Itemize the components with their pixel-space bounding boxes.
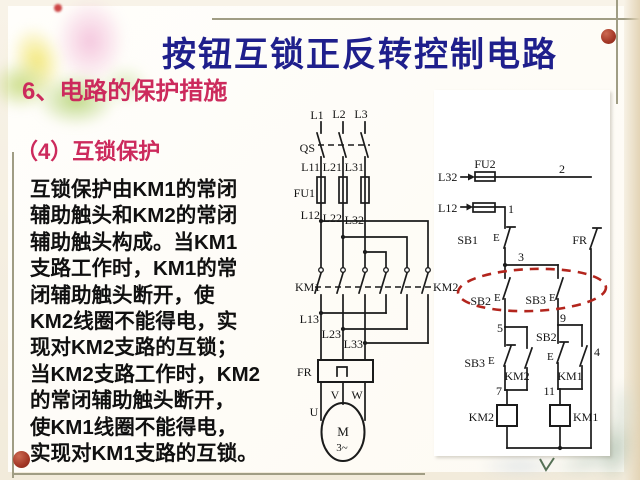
fu1-fuses: FU1 L11 L21 L31 L12 L22 L32	[294, 156, 370, 268]
feed-l12-label: L12	[438, 201, 457, 215]
wire-number-1: 1	[508, 202, 514, 216]
wire-number-4: 4	[594, 345, 600, 359]
flower-decor-bud	[54, 4, 62, 12]
l12-fuse: L12 1	[438, 201, 514, 229]
qs-label: QS	[300, 141, 315, 155]
sb2-start-label: SB2	[470, 294, 491, 308]
flower-decor-leaf-right	[100, 65, 150, 105]
node-l11: L11	[301, 160, 320, 174]
motor-m-label: M	[337, 424, 349, 439]
motor-phase-label: 3~	[336, 442, 348, 454]
wire-number-7: 7	[496, 384, 502, 398]
fu2-fuse: L32 FU2 2	[438, 157, 592, 184]
bottom-bus	[506, 445, 592, 451]
wire-number-2: 2	[559, 162, 565, 176]
merge-wiring: L13 L23 L33	[300, 294, 429, 361]
fr-label: FR	[297, 365, 312, 379]
sb1-label: SB1	[457, 233, 478, 247]
phase-labels: L1 L2 L3	[310, 107, 367, 122]
phase-label-l3: L3	[354, 107, 367, 121]
button-actuator: E	[493, 232, 500, 244]
terminal-u: U	[310, 405, 319, 419]
sb3-nc-label: SB3	[464, 356, 485, 370]
button-actuator: E	[547, 351, 554, 363]
main-circuit-diagram: L1 L2 L3 QS FU1 L11 L21 L31 L12 L22 L32	[294, 107, 458, 462]
sb3-start-label: SB3	[525, 293, 546, 307]
fr-nc-contact: FR 4	[572, 227, 602, 449]
button-actuator: E	[549, 292, 556, 304]
control-circuit-diagram: L32 FU2 2 L12 1 E SB1 FR 4 3	[438, 157, 608, 451]
fu2-label: FU2	[474, 157, 495, 171]
node-l21: L21	[323, 160, 342, 174]
fu1-label: FU1	[294, 186, 315, 200]
km2-coil	[496, 404, 518, 427]
crossover-wiring	[318, 218, 429, 268]
section-heading: 6、电路的保护措施	[22, 78, 228, 105]
watercolor-decor	[608, 378, 638, 440]
wire-number-11: 11	[543, 384, 555, 398]
phase-label-l1: L1	[310, 108, 323, 122]
node-l31: L31	[345, 160, 364, 174]
wire-number-5: 5	[497, 321, 503, 335]
node-l13: L13	[300, 312, 319, 326]
thermal-relay-fr: FR	[297, 359, 374, 383]
km1-coil-label: KM1	[573, 410, 598, 424]
km2-aux-label: KM2	[504, 369, 529, 383]
fr-contact-label: FR	[572, 233, 587, 247]
km1-main-contacts: KM1	[295, 267, 368, 295]
sub-heading: （4）互锁保护	[16, 139, 161, 164]
node-l33: L33	[344, 337, 363, 351]
km2-label: KM2	[433, 280, 458, 294]
bottom-left-bullet-dot	[13, 451, 30, 468]
phase-label-l2: L2	[332, 107, 345, 121]
km1-coil	[549, 404, 571, 427]
body-paragraph: 互锁保护由KM1的常闭 辅助触头和KM2的常闭 辅助触头构成。当KM1 支路工作…	[30, 178, 261, 466]
bottom-divider-line	[12, 473, 425, 475]
start-button-sb3: SB3 E	[525, 264, 565, 326]
node3-bar: 3	[502, 250, 559, 268]
watercolor-v-mark	[539, 457, 555, 472]
terminal-v: V	[331, 388, 340, 402]
km1-aux-label: KM1	[557, 369, 582, 383]
motor-m: U V W M 3~	[310, 381, 366, 462]
feed-l32-label: L32	[438, 170, 457, 184]
qs-switch: QS	[300, 121, 370, 159]
wire-number-3: 3	[518, 250, 524, 264]
right-edge-decor	[624, 0, 640, 480]
top-divider-line	[212, 18, 640, 20]
sb2-nc-label: SB2	[536, 330, 557, 344]
left-vertical-line	[12, 152, 14, 478]
km1-label: KM1	[295, 280, 320, 294]
button-actuator: E	[488, 355, 495, 367]
interlock-highlight-ellipse	[456, 267, 608, 313]
node-l23: L23	[322, 327, 341, 341]
km2-main-contacts: KM2	[378, 267, 458, 295]
node-l22: L22	[323, 211, 342, 225]
button-actuator: E	[494, 292, 501, 304]
km2-branch: 5 E SB3 KM2 7 KM2	[464, 321, 534, 449]
page-title: 按钮互锁正反转控制电路	[162, 36, 558, 74]
km1-branch: 9 SB2 E KM1 11 KM1	[536, 311, 598, 449]
top-right-vertical-line	[616, 0, 618, 104]
terminal-w: W	[351, 388, 363, 402]
wire-number-9: 9	[560, 311, 566, 325]
top-right-bullet-dot	[601, 29, 616, 44]
node-l12: L12	[301, 208, 320, 222]
node-l32: L32	[345, 213, 364, 227]
km2-coil-label: KM2	[469, 410, 494, 424]
stop-button-sb1: E SB1	[457, 226, 516, 266]
